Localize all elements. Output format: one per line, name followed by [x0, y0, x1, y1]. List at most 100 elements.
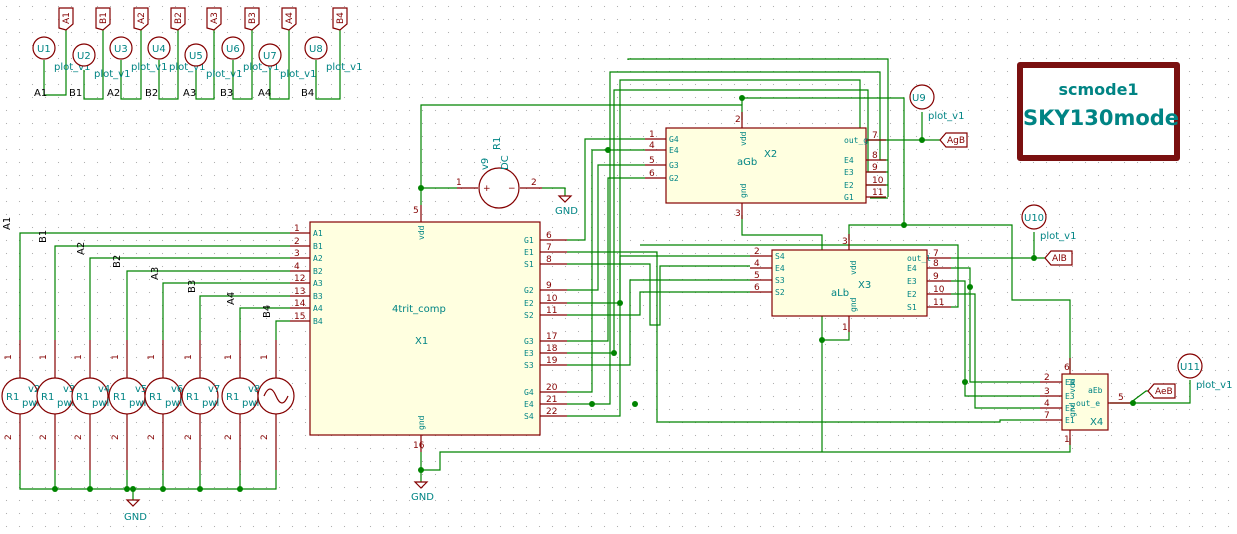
gnd-label-sources: GND — [124, 512, 147, 523]
wire-a2 — [89, 257, 290, 340]
x2-right-pin-number: 7 — [872, 131, 878, 141]
x1-right-pin-name: S1 — [524, 260, 534, 269]
input-bottom-label: B4 — [301, 88, 314, 99]
probe-plot-label: plot_v1 — [169, 62, 205, 73]
source-pin-number-top: 1 — [147, 354, 157, 360]
x1-left-pin-number: 14 — [294, 299, 306, 309]
x4-gnd-pin-name: gnd — [1068, 402, 1077, 417]
x1-right-pin-name: G3 — [524, 337, 534, 346]
x3-left-pin-name: S3 — [775, 276, 785, 285]
voltage-probe-icon — [32, 36, 56, 60]
input-net-label: B3 — [187, 280, 198, 293]
x1-right-pin-name: S4 — [524, 412, 534, 421]
v9-ref: v9 — [480, 158, 491, 170]
input-flag-label: B2 — [174, 12, 184, 24]
source-value: pwl — [202, 398, 219, 409]
input-flag-label: A1 — [62, 12, 72, 24]
gnd-symbol-sources: GND — [124, 499, 147, 523]
probe-plot-label: plot_v1 — [206, 69, 242, 80]
x1-right-pin-name: S2 — [524, 311, 534, 320]
x2-left-pin-number: 1 — [649, 130, 655, 140]
source-name: R1 — [113, 392, 126, 403]
x1-right-pin-number: 11 — [546, 306, 557, 316]
source-pin-number-bottom: 2 — [74, 434, 84, 440]
x1-gnd-pin-name: gnd — [417, 415, 426, 430]
input-flag-icon — [95, 7, 111, 31]
x3-right-pin-number: 7 — [933, 249, 939, 259]
x3-right-pin-name: E4 — [907, 264, 917, 273]
wires — [19, 30, 1191, 500]
voltage-probe-icon — [304, 36, 328, 60]
source-pin-number-bottom: 2 — [224, 434, 234, 440]
source-symbol — [71, 377, 109, 415]
x3-left-pin-name: S2 — [775, 288, 785, 297]
input-flag-label: A2 — [137, 12, 147, 24]
x2-left-pin-name: G3 — [669, 161, 679, 170]
input-net-label: B4 — [262, 305, 273, 318]
source-ref: v5 — [135, 384, 147, 395]
probe-plot-label: plot_v1 — [280, 69, 316, 80]
wire-b4 — [275, 320, 290, 340]
x3-right-pin-number: 9 — [933, 272, 939, 282]
x2-right-pin-number: 11 — [872, 188, 883, 198]
probe-plot-label: plot_v1 — [131, 62, 167, 73]
x1-right-pin-name: S3 — [524, 361, 534, 370]
x2-left-pin-name: G4 — [669, 135, 679, 144]
x3-vdd-pin-name: vdd — [849, 260, 858, 275]
v9-value: DC — [500, 155, 511, 170]
junctions — [52, 95, 1136, 492]
x2-vdd-pin-number: 2 — [735, 115, 741, 125]
x3-right-pin-name: E3 — [907, 277, 917, 286]
x2-right-pin-name: out_g — [844, 136, 868, 145]
wire-gnd-rail — [19, 470, 277, 490]
probe-ref: U8 — [309, 44, 323, 55]
input-net-label: B1 — [38, 230, 49, 243]
title-block: scmode1 SKY130mode — [1017, 62, 1180, 161]
input-flag-icon — [244, 7, 260, 31]
output-probe-icon — [1021, 204, 1047, 230]
x3-ref: X3 — [858, 280, 871, 291]
x2-right-pin-name: E2 — [844, 181, 854, 190]
source-value: pwl — [242, 398, 259, 409]
x1-right-pin-name: E1 — [524, 248, 534, 257]
probe-plot-label: plot_v1 — [326, 62, 362, 73]
x1-right-pin-name: E3 — [524, 349, 534, 358]
input-bottom-label: B1 — [69, 88, 82, 99]
probe-plot-label: plot_v1 — [54, 62, 90, 73]
input-net-label: B2 — [112, 255, 123, 268]
x4-ref: X4 — [1090, 417, 1103, 428]
x1-left-pin-name: A1 — [313, 229, 323, 238]
dc-supply-v9[interactable]: + − 1 2 v9 DC R1 — [456, 137, 542, 209]
gnd-label-x1: GND — [411, 492, 434, 503]
x1-right-pin-number: 6 — [546, 231, 552, 241]
x1-right-pin-number: 18 — [546, 344, 558, 354]
source-name: R1 — [6, 392, 19, 403]
source-ref: v7 — [208, 384, 220, 395]
x4-out-pin-name: out_e — [1076, 399, 1100, 408]
x1-right-pin-name: G2 — [524, 286, 534, 295]
x1-right-pin-number: 7 — [546, 243, 552, 253]
x1-left-pin-name: A3 — [313, 279, 323, 288]
probe-ref: U4 — [152, 44, 166, 55]
source-pin-number-top: 1 — [111, 354, 121, 360]
svg-text:+: + — [483, 184, 491, 194]
output-flag-label: AlB — [1052, 254, 1067, 264]
source-value: pwl — [165, 398, 182, 409]
x3-gnd-pin-number: 1 — [842, 323, 848, 333]
source-ref: v6 — [171, 384, 183, 395]
x1-left-pin-name: A2 — [313, 254, 323, 263]
x2-right-pin-number: 9 — [872, 163, 878, 173]
source-value: pwl — [57, 398, 74, 409]
source-pin-number-top: 1 — [39, 354, 49, 360]
x2-right-pin-name: E3 — [844, 168, 854, 177]
